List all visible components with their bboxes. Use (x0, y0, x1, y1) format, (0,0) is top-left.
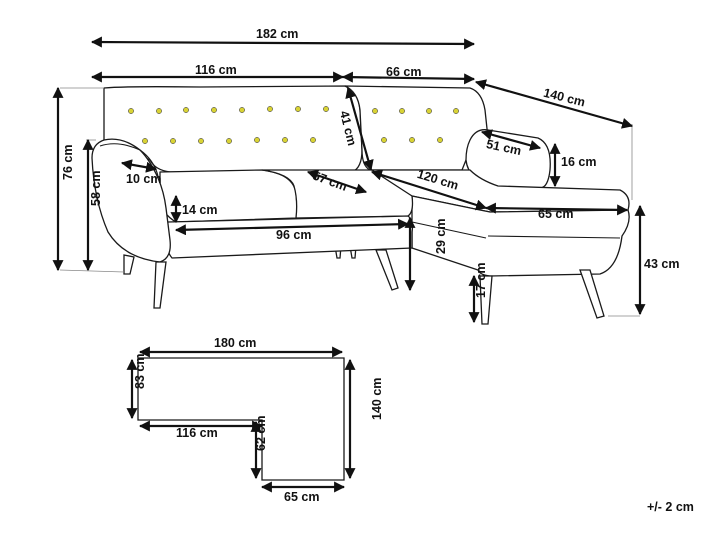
chaise-width-label: 65 cm (538, 207, 573, 221)
plan-inner-width-label: 116 cm (176, 426, 218, 440)
seat-cushion-left (159, 169, 298, 223)
seat-height-label: 43 cm (644, 257, 679, 271)
plan-depth-label: 83 cm (133, 354, 147, 389)
tolerance-note: +/- 2 cm (647, 500, 694, 514)
armrest-height-label: 58 cm (89, 171, 103, 206)
tufted-buttons (128, 106, 459, 144)
chaise-back-width-label: 66 cm (386, 65, 421, 79)
plan-outline (137, 357, 345, 481)
floor-plan: 180 cm 83 cm 116 cm 140 cm 62 cm 65 cm (126, 336, 384, 504)
plan-chaise-length-label: 140 cm (370, 378, 384, 420)
sofa-leg (375, 249, 399, 291)
sofa-leg (479, 275, 493, 325)
sofa-illustration (91, 85, 630, 325)
plan-chaise-inner-label: 62 cm (254, 416, 268, 451)
dimension-lines (52, 36, 646, 324)
total-width-label: 182 cm (256, 27, 298, 41)
seat-width-label: 96 cm (276, 228, 311, 242)
leg-height-label: 17 cm (474, 263, 488, 298)
main-back-width-label: 116 cm (195, 63, 237, 77)
sofa-leg (579, 269, 605, 319)
plan-chaise-width-label: 65 cm (284, 490, 319, 504)
total-height-label: 76 cm (61, 145, 75, 180)
plan-width-label: 180 cm (214, 336, 256, 350)
cushion-height-label: 14 cm (182, 203, 217, 217)
armrest-width-label: 10 cm (126, 172, 161, 186)
floor-to-frame-label: 29 cm (434, 219, 448, 254)
sofa-leg (123, 254, 135, 275)
chaise-arm-height-label: 16 cm (561, 155, 596, 169)
sofa-leg (153, 261, 167, 309)
